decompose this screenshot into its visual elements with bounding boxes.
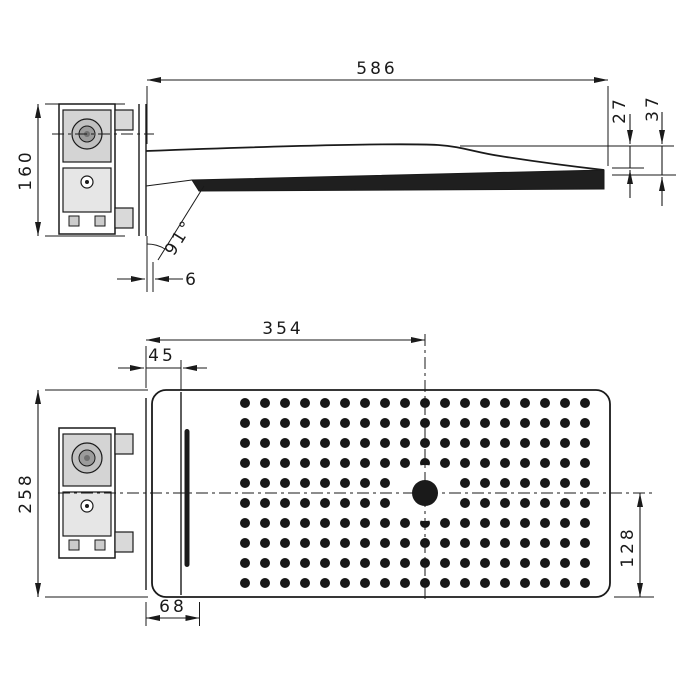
dim-angle-label: 91°: [161, 215, 199, 259]
dim-waterfall-lip: 45: [118, 346, 207, 390]
dim-258-label: 258: [16, 472, 36, 513]
dim-354-label: 354: [262, 319, 303, 339]
mounting-bracket-side: [58, 103, 134, 235]
side-view: 586 160 27 37 91°: [16, 59, 676, 292]
dim-mount-height: 160: [16, 103, 125, 237]
dim-left-to-outlet: 68: [145, 597, 200, 626]
dim-45-label: 45: [148, 346, 176, 366]
dim-6-label: 6: [185, 270, 199, 290]
dim-68-label: 68: [159, 597, 187, 617]
shower-head-side-profile: [145, 143, 605, 171]
dim-586-label: 586: [356, 59, 397, 79]
dim-left-to-center: 354: [145, 319, 425, 388]
underside-line: [145, 179, 193, 187]
dim-27-label: 27: [610, 96, 630, 124]
dim-front-edge: 27 37: [460, 94, 676, 206]
dim-face-height: 258: [16, 389, 148, 598]
dim-128-label: 128: [618, 526, 638, 567]
front-view: 354 45 258 128 68: [16, 319, 656, 626]
dim-center-to-bottom: 128: [614, 493, 654, 598]
center-nozzle: [412, 480, 438, 506]
dim-160-label: 160: [16, 149, 36, 190]
dim-overall-width: 586: [146, 59, 609, 166]
spray-face-edge-band: [191, 169, 605, 192]
dim-37-label: 37: [643, 94, 663, 122]
dim-wall-gap: 6: [117, 262, 199, 292]
waterfall-outlet: [184, 429, 190, 567]
